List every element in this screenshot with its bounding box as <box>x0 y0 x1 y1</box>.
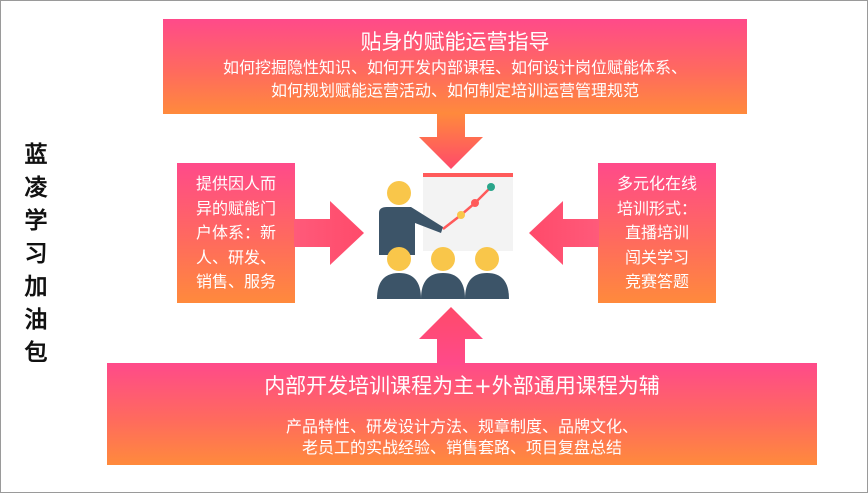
left-box-line: 销售、服务 <box>195 272 276 291</box>
left-box-line: 提供因人而 <box>195 174 276 193</box>
right-box-line: 竞赛答题 <box>624 272 689 291</box>
bottom-box-line: 老员工的实战经验、销售套路、项目复盘总结 <box>301 438 622 457</box>
left-box-line: 人、研发、 <box>195 247 276 267</box>
right-box-line: 闯关学习 <box>624 247 689 267</box>
top-box: 贴身的赋能运营指导 如何挖掘隐性知识、如何开发内部课程、如何设计岗位赋能体系、 … <box>163 19 747 114</box>
right-box-line: 多元化在线 <box>616 174 697 193</box>
arrow-up-icon <box>419 307 483 365</box>
side-title-char: 加 <box>24 274 48 300</box>
side-title-char: 包 <box>24 340 48 366</box>
side-title-char: 凌 <box>24 175 48 201</box>
top-box-title: 贴身的赋能运营指导 <box>360 30 550 54</box>
top-box-line: 如何规划赋能运营活动、如何制定培训运营管理规范 <box>270 81 639 100</box>
right-box-line: 直播培训 <box>624 223 689 242</box>
side-title-char: 习 <box>24 241 48 267</box>
top-box-line: 如何挖掘隐性知识、如何开发内部课程、如何设计岗位赋能体系、 <box>222 58 687 77</box>
arrow-right-icon <box>294 201 364 265</box>
side-title-char: 油 <box>24 307 48 333</box>
left-box-line: 户体系：新 <box>195 223 276 242</box>
arrow-down-icon <box>419 113 483 169</box>
left-box-line: 异的赋能门 <box>195 198 276 218</box>
right-box: 多元化在线 培训形式： 直播培训 闯关学习 竞赛答题 <box>598 163 716 303</box>
arrow-left-icon <box>529 201 599 265</box>
side-title-char: 蓝 <box>24 142 48 168</box>
bottom-box-details: 产品特性、研发设计方法、规章制度、品牌文化、 老员工的实战经验、销售套路、项目复… <box>107 416 817 458</box>
side-title-char: 学 <box>24 208 48 234</box>
presentation-teacher-icon <box>377 173 513 299</box>
left-box: 提供因人而 异的赋能门 户体系：新 人、研发、 销售、服务 <box>177 163 295 303</box>
bottom-box-line: 产品特性、研发设计方法、规章制度、品牌文化、 <box>285 417 638 436</box>
bottom-box-title: 内部开发培训课程为主+外部通用课程为辅 <box>264 374 660 398</box>
bottom-box: 内部开发培训课程为主+外部通用课程为辅 产品特性、研发设计方法、规章制度、品牌文… <box>107 363 817 465</box>
side-title: 蓝 凌 学 习 加 油 包 <box>19 139 53 370</box>
right-box-line: 培训形式： <box>616 198 697 218</box>
